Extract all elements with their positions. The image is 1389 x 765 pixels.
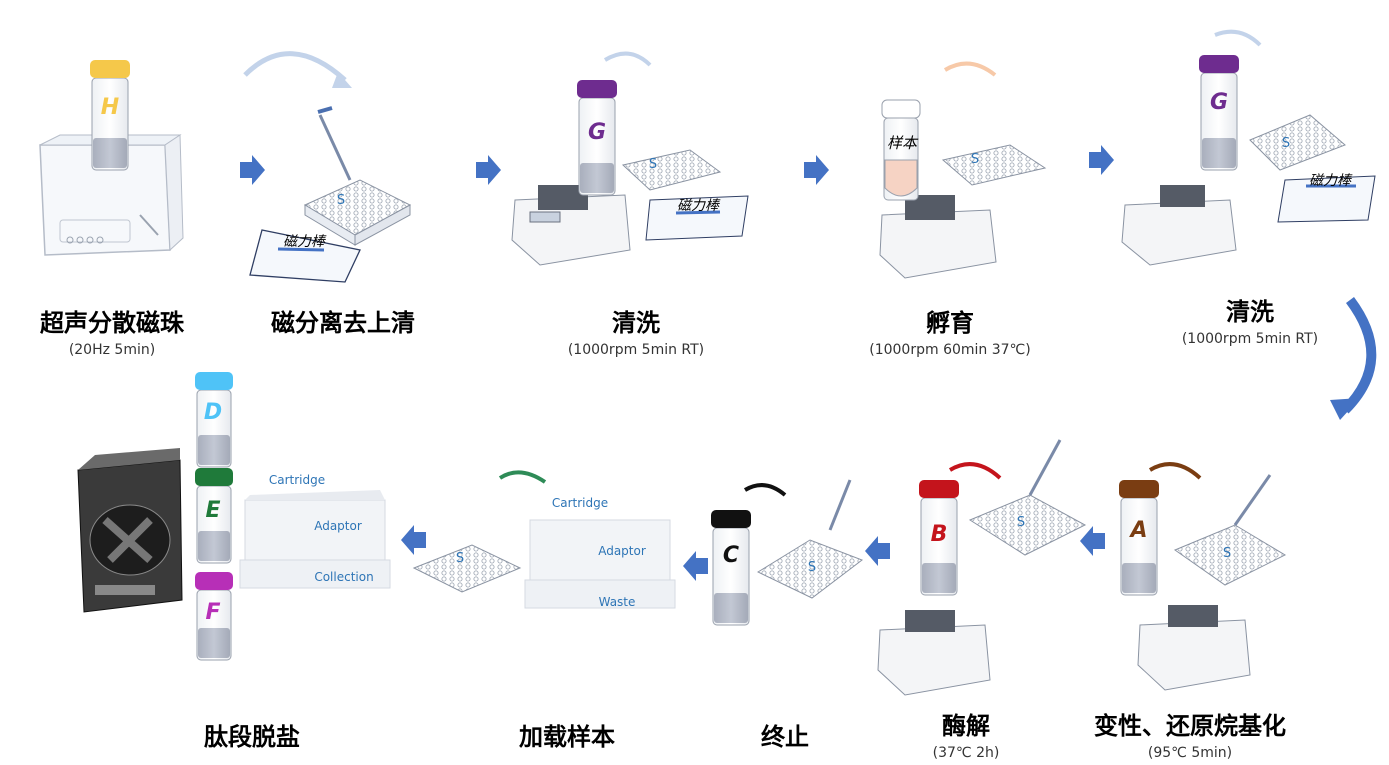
tube-b xyxy=(919,480,959,596)
tube-g1 xyxy=(577,80,617,196)
flow-arrows-row2 xyxy=(401,525,1105,581)
plate-label-7: S xyxy=(807,560,817,575)
tube-letter-c: C xyxy=(722,543,740,568)
step-2-caption: 磁分离去上清 xyxy=(271,303,415,338)
plate-label-6: S xyxy=(1016,515,1026,530)
step-3-caption: 清洗 (1000rpm 5min RT) xyxy=(568,303,704,358)
flow-arrows-row1 xyxy=(240,145,1114,185)
step-7-caption: 酶解 (37℃ 2h) xyxy=(933,706,1000,761)
step-4-condition: (1000rpm 60min 37℃) xyxy=(869,342,1031,358)
plate-label-5: S xyxy=(1222,546,1232,561)
spe-load-bottom: Waste xyxy=(598,595,636,609)
plate-label-1: S xyxy=(336,193,346,208)
magnet-label-1: 磁力棒 xyxy=(283,234,325,250)
arrow-right-2 xyxy=(476,155,501,185)
denature-setup xyxy=(1137,462,1287,691)
tube-letter-sample: 样本 xyxy=(886,134,918,152)
step-6-condition: (95℃ 5min) xyxy=(1147,745,1233,761)
incubation-setup xyxy=(879,61,1047,279)
arrow-right-4 xyxy=(1089,145,1114,175)
tube-letter-h: H xyxy=(100,95,120,120)
tube-letter-a: A xyxy=(1130,518,1148,543)
spe-load-mid: Adaptor xyxy=(598,544,646,558)
step-4-caption: 孵育 (1000rpm 60min 37℃) xyxy=(869,303,1031,358)
step-6-title: 变性、还原烷基化 xyxy=(1094,712,1286,740)
step-8-caption: 终止 xyxy=(761,717,809,752)
arrow-left-1 xyxy=(1080,526,1105,556)
plate-row2-a xyxy=(412,544,522,593)
spe-desalt-bottom: Collection xyxy=(314,570,374,584)
spe-desalt-mid: Adaptor xyxy=(314,519,362,533)
centrifuge xyxy=(77,448,183,613)
magnet-label-3: 磁力棒 xyxy=(1309,173,1351,189)
step-1-condition: (20Hz 5min) xyxy=(68,342,156,358)
tube-letter-e: E xyxy=(205,498,221,523)
step-4-title: 孵育 xyxy=(926,309,974,337)
arrow-right-3 xyxy=(804,155,829,185)
digestion-setup xyxy=(877,439,1087,696)
tube-a xyxy=(1119,480,1159,596)
step-5-title: 清洗 xyxy=(1226,298,1274,326)
arrow-left-2 xyxy=(865,536,890,566)
plate-label-4: S xyxy=(1281,136,1291,151)
stop-plate xyxy=(743,479,864,599)
spe-block-load xyxy=(498,470,676,609)
step-3-condition: (1000rpm 5min RT) xyxy=(567,342,705,358)
wash-setup-2 xyxy=(1121,29,1376,266)
arrow-right-1 xyxy=(240,155,265,185)
step-3-title: 清洗 xyxy=(612,309,660,337)
wash-setup-1 xyxy=(511,51,749,266)
arrow-left-3 xyxy=(683,551,708,581)
tube-d xyxy=(195,372,233,468)
step-7-title: 酶解 xyxy=(941,712,990,740)
plate-label-8: S xyxy=(455,551,465,566)
arrow-left-4 xyxy=(401,525,426,555)
tube-letter-g2: G xyxy=(1209,90,1229,115)
tube-e xyxy=(195,468,233,564)
plate-label-3: S xyxy=(970,152,980,167)
tube-letter-d: D xyxy=(203,400,223,425)
tube-f xyxy=(195,572,233,661)
tube-sample xyxy=(881,99,921,201)
step-9-title: 加载样本 xyxy=(519,723,615,751)
step-8-title: 终止 xyxy=(761,723,809,751)
spe-desalt-top: Cartridge xyxy=(268,473,326,487)
tube-g2 xyxy=(1199,55,1239,171)
step-10-caption: 肽段脱盐 xyxy=(204,717,300,752)
step-7-condition: (37℃ 2h) xyxy=(932,745,1000,761)
plate-label-2: S xyxy=(648,157,658,172)
tube-letter-f: F xyxy=(205,600,221,625)
tube-letter-g1: G xyxy=(587,120,607,145)
tube-h xyxy=(90,60,130,171)
step-9-caption: 加载样本 xyxy=(519,717,615,752)
step-5-caption: 清洗 (1000rpm 5min RT) xyxy=(1182,292,1318,347)
step-10-title: 肽段脱盐 xyxy=(204,723,300,751)
step-1-caption: 超声分散磁珠 (20Hz 5min) xyxy=(40,303,184,358)
step-5-condition: (1000rpm 5min RT) xyxy=(1181,331,1319,347)
spe-block-desalt xyxy=(239,490,391,589)
tube-c xyxy=(711,510,751,626)
magnet-label-2: 磁力棒 xyxy=(677,198,719,214)
magnet-plate-1 xyxy=(243,51,412,283)
spe-load-top: Cartridge xyxy=(551,496,609,510)
arrow-curve-down xyxy=(1341,297,1377,414)
step-1-title: 超声分散磁珠 xyxy=(40,309,184,337)
reagent-tubes xyxy=(90,55,1239,661)
tube-letter-b: B xyxy=(930,522,948,547)
step-2-title: 磁分离去上清 xyxy=(271,309,415,337)
step-6-caption: 变性、还原烷基化 (95℃ 5min) xyxy=(1094,706,1286,761)
